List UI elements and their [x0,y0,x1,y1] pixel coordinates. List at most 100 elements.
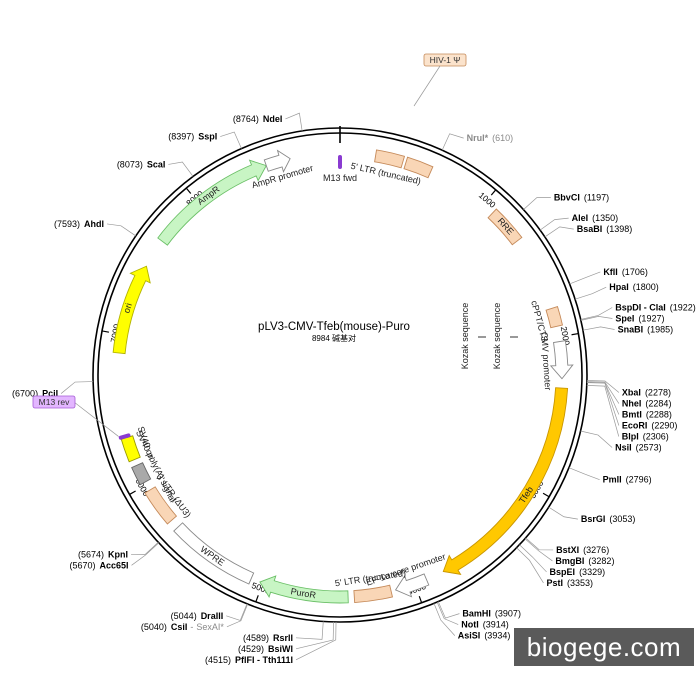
site-position: (1927) [638,314,664,324]
primer-m13-fwd: M13 fwd [323,155,357,183]
site-sspi: (8397)SspI [168,132,217,142]
feature-puror: PuroR [259,575,349,604]
site-name: PflFI - Tth111I [235,655,293,665]
plasmid-title: pLV3-CMV-Tfeb(mouse)-Puro [258,321,410,333]
site-position: (4589) [243,633,269,643]
primer-m13-rev-box [32,395,76,409]
site-position: (1398) [606,224,632,234]
site-name: PstI [546,578,563,588]
site-leader-blpi [586,385,620,437]
site-leader-rsrii [295,621,324,640]
site-name: NotI [461,620,479,630]
site-position: (2306) [643,432,669,442]
tick-label: 1000 [477,190,498,210]
watermark: biogege.com [514,628,694,666]
site-acc65i: (5670)Acc65I [70,560,129,570]
site-asisi: AsiSI(3934) [458,631,511,641]
site-leader-ecori [586,382,620,426]
feature-five-ltr-top-b [403,156,434,179]
plasmid-size-label: 8984 碱基对 [312,333,356,343]
tick-mark-4000 [418,596,423,604]
feature-wpre-shape [173,522,255,585]
feature-ef1a-shape [394,573,430,598]
feature-cppt-shape [545,305,563,329]
site-position: (5040) [141,622,167,632]
site-position: (3053) [609,514,635,524]
tick-mark-5000 [255,595,259,603]
feature-cmv-promoter-shape [549,340,574,380]
site-kpni: (5674)KpnI [78,549,128,559]
site-name: RsrII [273,633,293,643]
site-name: BmtI [622,410,642,420]
primer-m13-fwd-label: M13 fwd [323,173,357,183]
feature-tfeb: Tfeb [442,387,569,575]
site-position: (4529) [238,644,264,654]
tick-mark-2000 [571,332,579,336]
feature-label: ori [121,302,134,315]
site-nhei: NheI(2284) [622,399,672,409]
site-bbvci: BbvCI (1197) [554,193,609,203]
site-position: (3276) [583,545,609,555]
feature-label: PuroR [290,586,317,600]
backbone-inner-ring [97,132,583,618]
site-name: CsiI [171,622,188,632]
site-position: (3353) [567,578,593,588]
site-name: PciI [42,389,58,399]
site-position: (1197) [584,193,609,203]
site-leader-bsrgi [548,506,578,520]
site-leader-nsii [580,430,613,448]
site-position: (6700) [12,389,38,399]
site-leader-pmli [568,467,600,481]
restriction-sites: NruI*(610)BbvCI(1197)AleI(1350)BsaBI(139… [12,114,696,665]
site-name: BspDI - ClaI [615,303,666,313]
site-spei: SpeI(1927) [615,314,664,324]
feature-cmv-promoter: CMV promoter [539,332,574,391]
site-scai: (8073)ScaI [117,159,166,169]
site-position: (3329) [579,567,605,577]
site-position: (3934) [484,631,510,641]
site-leader-ndei [285,112,303,131]
site-position: (3282) [588,556,614,566]
site-leader-xbai [586,380,620,393]
site-pcii: (6700) PciI [12,389,58,399]
site-xbai: XbaI(2278) [622,388,671,398]
site-leader-bmti [586,381,620,415]
site-bamhi: BamHI(3907) [462,609,521,619]
site-leader-psti [516,547,544,584]
hiv-psi-tag-leader [413,65,441,107]
site-hpai: HpaI(1800) [609,282,659,292]
site-leader-snabi [582,326,615,331]
site-draiii: (5044)DraIII [171,611,224,621]
site-position: (8764) [233,114,259,124]
site-name: EcoRI [622,421,648,431]
site-noti: NotI(3914) [461,620,509,630]
site-alei: AleI(1350) [572,213,619,223]
site-name: AleI [572,213,589,223]
site-name: NsiI [615,443,632,453]
feature-ori-shape [112,265,151,355]
site-leader-draiii [226,603,248,621]
feature-tfeb-shape [442,387,569,575]
site-position: (7593) [54,219,80,229]
site-leader-kfli [569,271,601,285]
site-position: (8073) [117,159,143,169]
site-leader-lines [60,112,620,661]
site-bspei: BspEI(3329) [550,567,606,577]
site-name: KpnI [108,549,128,559]
tick-mark-7000 [101,330,110,333]
site-name: Acc65I [100,560,129,570]
feature-puror-shape [259,575,349,604]
site-name: BbvCI [554,193,580,203]
site-ndei: (8764)NdeI [233,114,283,124]
site-bsrgi: BsrGI(3053) [581,514,636,524]
plasmid-backbone [92,127,588,623]
site-name: XbaI [622,388,641,398]
feature-five-ltr-top-shape [374,149,406,169]
tick-mark-1000 [490,189,497,196]
site-name: BlpI [622,432,639,442]
site-name: AhdI [84,219,104,229]
site-csii: (5040)CsiI-SexAI* [141,622,225,632]
site-name: SspI [198,132,217,142]
backbone-outer-ring [92,127,588,623]
site-bspdi: BspDI - ClaI(1922) [615,303,696,313]
